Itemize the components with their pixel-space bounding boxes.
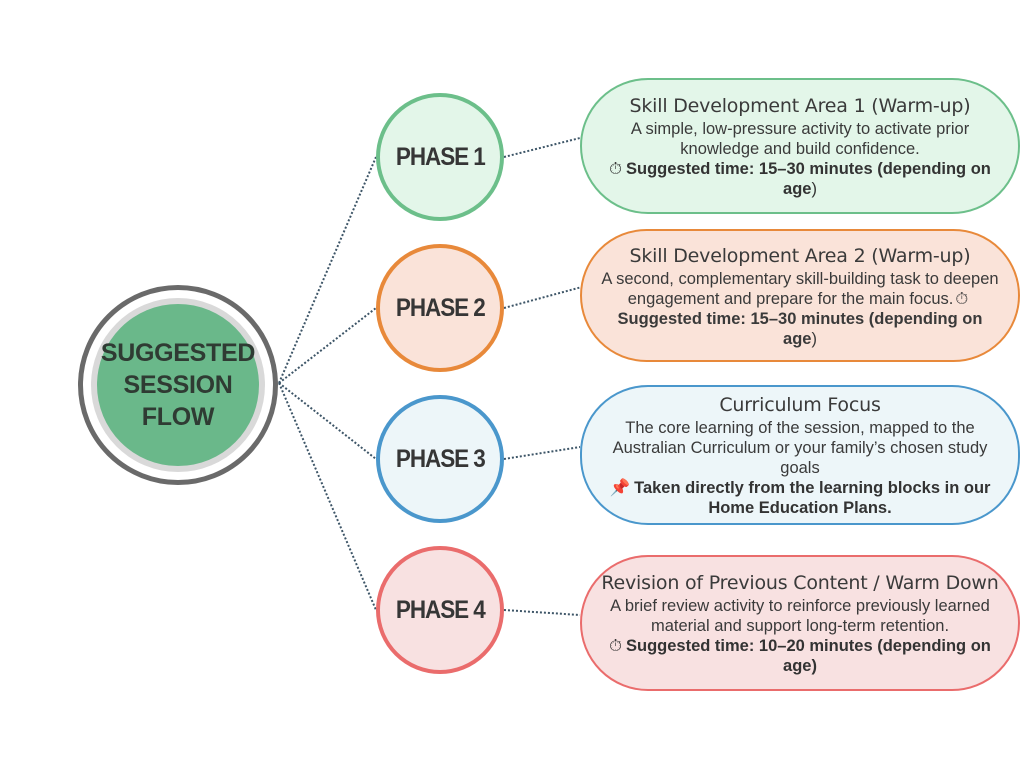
center-node-label: SUGGESTED SESSION FLOW [100, 339, 256, 431]
connector-center-to-phase-2 [278, 307, 377, 384]
phase-2-title: Skill Development Area 2 (Warm-up) [629, 244, 971, 267]
center-node-fill: SUGGESTED SESSION FLOW [97, 304, 259, 466]
center-node: SUGGESTED SESSION FLOW [78, 285, 278, 485]
phase-4-box: Revision of Previous Content / Warm Down… [580, 555, 1020, 691]
phase-2-box: Skill Development Area 2 (Warm-up) A sec… [580, 229, 1020, 362]
phase-4-time: ⏱Suggested time: 10–20 minutes (dependin… [600, 636, 1000, 676]
phase-1-label: PHASE 1 [395, 142, 486, 171]
phase-3-label: PHASE 3 [395, 444, 486, 473]
connector-phase-1-to-box [503, 137, 581, 158]
connector-center-to-phase-4 [278, 382, 377, 611]
phase-2-description: A second, complementary skill-building t… [600, 269, 1000, 349]
stopwatch-icon: ⏱ [609, 160, 622, 178]
connector-phase-3-to-box [503, 446, 581, 460]
connector-phase-2-to-box [503, 286, 581, 309]
phase-3-title: Curriculum Focus [719, 394, 881, 416]
phase-2-time-text: Suggested time: 15–30 minutes (depending… [617, 309, 983, 348]
phase-1-time-text: Suggested time: 15–30 minutes (depending… [625, 160, 991, 198]
phase-4-time-text: Suggested time: 10–20 minutes (depending… [625, 637, 991, 675]
pushpin-icon: 📌 [609, 479, 631, 497]
phase-1-time-tail: ) [811, 180, 817, 198]
phase-3-description: The core learning of the session, mapped… [612, 419, 988, 477]
stopwatch-icon: ⏱ [609, 637, 622, 655]
connector-phase-4-to-box [503, 609, 581, 616]
phase-1-circle: PHASE 1 [376, 93, 504, 221]
phase-4-title: Revision of Previous Content / Warm Down [601, 572, 999, 594]
phase-2-label: PHASE 2 [395, 293, 486, 322]
phase-4-circle: PHASE 4 [376, 546, 504, 674]
phase-2-time-tail: ) [811, 329, 817, 348]
phase-1-description: A simple, low-pressure activity to activ… [630, 120, 970, 158]
connector-center-to-phase-1 [278, 156, 377, 384]
phase-4-description: A brief review activity to reinforce pre… [610, 597, 990, 635]
phase-3-box: Curriculum Focus The core learning of th… [580, 385, 1020, 525]
phase-4-label: PHASE 4 [395, 595, 486, 624]
stopwatch-icon: ⏱ [955, 289, 969, 308]
center-node-ring: SUGGESTED SESSION FLOW [91, 298, 265, 472]
phase-2-description-text: A second, complementary skill-building t… [601, 269, 999, 308]
phase-1-time: ⏱Suggested time: 15–30 minutes (dependin… [600, 159, 1000, 199]
phase-3-note-text: Taken directly from the learning blocks … [634, 479, 991, 517]
phase-1-title: Skill Development Area 1 (Warm-up) [629, 95, 971, 117]
phase-3-circle: PHASE 3 [376, 395, 504, 523]
phase-1-box: Skill Development Area 1 (Warm-up) A sim… [580, 78, 1020, 214]
connector-center-to-phase-3 [278, 382, 377, 460]
phase-2-circle: PHASE 2 [376, 244, 504, 372]
phase-3-note: 📌Taken directly from the learning blocks… [600, 478, 1000, 518]
